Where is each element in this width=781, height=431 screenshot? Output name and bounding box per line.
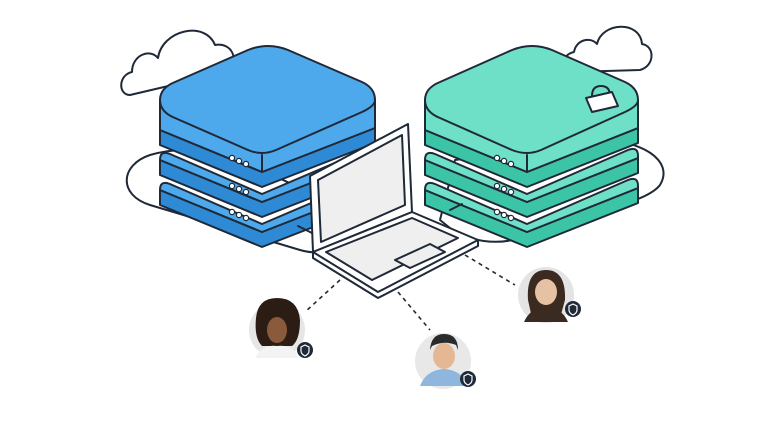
- shield-icon: [463, 373, 473, 386]
- shield-icon: [300, 344, 310, 357]
- laptop-trackpad: [394, 243, 446, 269]
- cloud-icon-left: [120, 29, 235, 96]
- connector-user-center: [397, 291, 431, 331]
- laptop: [309, 123, 479, 299]
- right-server-stack: [424, 45, 639, 248]
- padlock-icon: [585, 85, 619, 113]
- user-avatar-center: [415, 333, 476, 389]
- connector-user-left: [304, 279, 341, 313]
- shield-icon: [568, 303, 578, 316]
- user-avatar-left: [249, 298, 313, 358]
- connector-user-right: [464, 254, 516, 286]
- link-right-server: [449, 203, 463, 211]
- user-avatar-right: [518, 267, 581, 323]
